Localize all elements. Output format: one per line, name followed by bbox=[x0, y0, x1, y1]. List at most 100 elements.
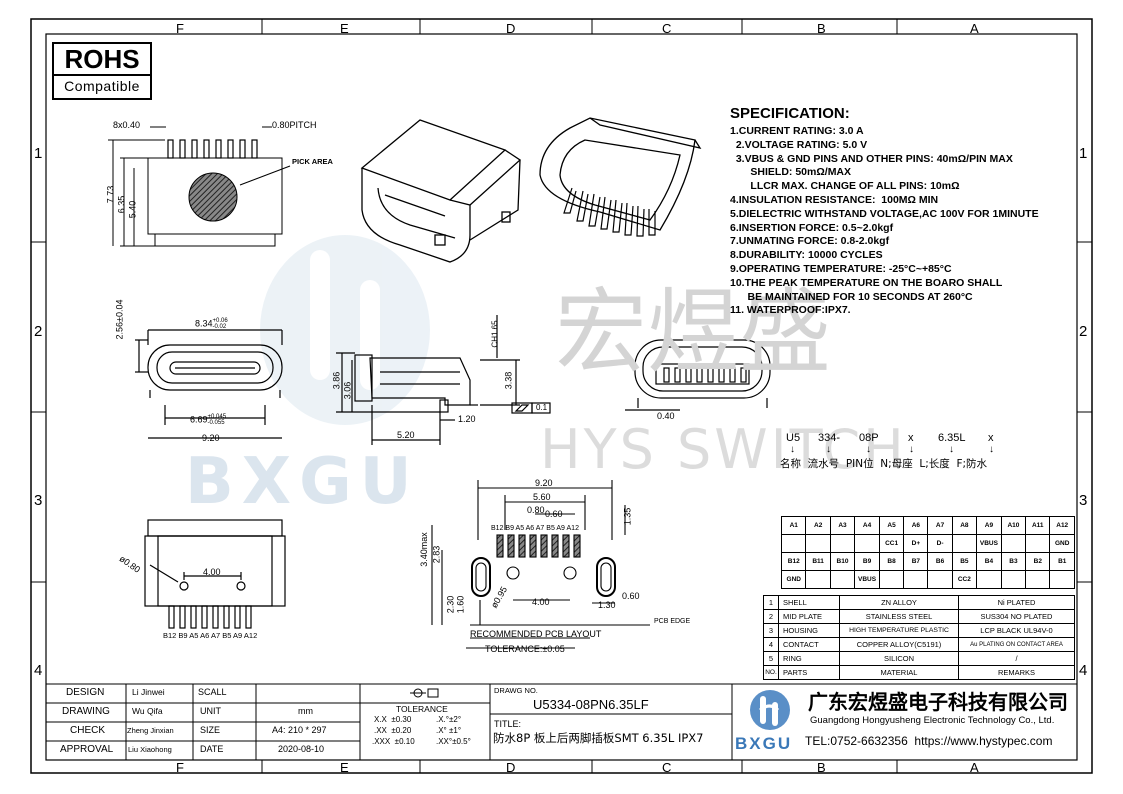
cell: STAINLESS STEEL bbox=[839, 609, 959, 624]
pcb-dim-0-80: 0.80 bbox=[527, 505, 545, 515]
col-label-bot-e: E bbox=[340, 760, 349, 775]
dim-pitch: 0.80PITCH bbox=[272, 120, 317, 130]
dim-9-20-front: 9.20 bbox=[202, 433, 220, 443]
tb-drawing-no-label: DRAWG NO. bbox=[494, 686, 538, 695]
pcb-dim-1-30: 1.30 bbox=[598, 600, 616, 610]
tb-tol-line-3b: .XX°±0.5° bbox=[436, 737, 471, 746]
pin-cell: B3 bbox=[1000, 552, 1027, 571]
col-label-top-d: D bbox=[506, 21, 516, 36]
row-label-left-3: 3 bbox=[34, 492, 43, 509]
pin-cell bbox=[829, 570, 856, 589]
pin-cell: VBUS bbox=[976, 534, 1002, 553]
dim-8-34-value: 8.34 bbox=[195, 318, 213, 329]
spec-line: LLCR MAX. CHANGE OF ALL PINS: 10mΩ bbox=[730, 180, 960, 193]
pin-cell: A9 bbox=[976, 516, 1002, 535]
part-code-meaning: 名称 流水号 PIN位 N;母座 L;长度 F;防水 bbox=[780, 458, 988, 470]
pin-cell: B6 bbox=[927, 552, 953, 571]
pin-cell: GND bbox=[780, 570, 807, 589]
rohs-title: ROHS bbox=[64, 44, 140, 74]
company-contact: TEL:0752-6632356 https://www.hystypec.co… bbox=[805, 734, 1053, 748]
arrow-icon: ↓ bbox=[826, 444, 831, 455]
row-label-right-1: 1 bbox=[1079, 145, 1088, 162]
tb-approval-label: APPROVAL bbox=[60, 744, 114, 755]
pin-cell: VBUS bbox=[854, 570, 880, 589]
company-logo bbox=[742, 688, 802, 732]
pin-cell bbox=[976, 570, 1002, 589]
cell: 1 bbox=[763, 595, 779, 610]
spec-line: 3.VBUS & GND PINS AND OTHER PINS: 40mΩ/P… bbox=[730, 152, 1013, 165]
dim-6-69-value: 6.69 bbox=[190, 414, 208, 425]
spec-line: 1.CURRENT RATING: 3.0 A bbox=[730, 125, 864, 137]
row-label-left-4: 4 bbox=[34, 662, 43, 679]
company-logo-text: BXGU bbox=[735, 734, 793, 753]
tb-tol-line-1b: .X.°±2° bbox=[436, 715, 462, 724]
pin-cell bbox=[951, 534, 978, 553]
company-name-en: Guangdong Hongyusheng Electronic Technol… bbox=[810, 715, 1055, 726]
cell: COPPER ALLOY(C5191) bbox=[839, 637, 959, 652]
company-name-cn: 广东宏煜盛电子科技有限公司 bbox=[808, 690, 1068, 714]
col-label-bot-f: F bbox=[176, 760, 184, 775]
arrow-icon: ↓ bbox=[949, 444, 954, 455]
dim-6-35: 6.35 bbox=[116, 195, 127, 214]
pin-cell bbox=[927, 570, 953, 589]
spec-heading: SPECIFICATION: bbox=[730, 105, 850, 122]
tb-date-value: 2020-08-10 bbox=[278, 744, 325, 754]
tb-drawing-no: U5334-08PN6.35LF bbox=[533, 697, 649, 712]
cell: CONTACT bbox=[778, 637, 840, 652]
pin-cell: B8 bbox=[878, 552, 905, 571]
pin-cell: A3 bbox=[829, 516, 856, 535]
pin-cell bbox=[1000, 534, 1027, 553]
tb-drawing-label: DRAWING bbox=[62, 706, 110, 717]
pin-cell: A10 bbox=[1000, 516, 1027, 535]
pin-cell: A12 bbox=[1049, 516, 1075, 535]
dim-8-34-tol-plus: +0.06 bbox=[212, 318, 228, 324]
col-label-bot-d: D bbox=[506, 760, 516, 775]
row-label-left-1: 1 bbox=[34, 145, 43, 162]
table-row: GND VBUS CC2 bbox=[780, 570, 1075, 589]
spec-line: BE MAINTAINED FOR 10 SECONDS AT 260°C bbox=[730, 290, 973, 303]
part-code-5: x bbox=[988, 432, 994, 444]
tb-size-key: SIZE bbox=[200, 725, 221, 735]
tb-check-name: Zheng Jinxian bbox=[127, 726, 174, 735]
part-code-4: 6.35L bbox=[938, 432, 966, 444]
dim-3-06: 3.06 bbox=[342, 381, 353, 400]
pin-cell: A2 bbox=[805, 516, 831, 535]
cell: REMARKS bbox=[958, 665, 1075, 680]
spec-line: 5.DIELECTRIC WITHSTAND VOLTAGE,AC 100V F… bbox=[730, 207, 1039, 220]
right-front-view-drawing bbox=[625, 339, 771, 411]
col-label-top-f: F bbox=[176, 21, 184, 36]
row-label-left-2: 2 bbox=[34, 323, 43, 340]
pin-cell bbox=[805, 570, 831, 589]
cell: SHELL bbox=[778, 595, 840, 610]
spec-line: SHIELD: 50mΩ/MAX bbox=[730, 166, 852, 179]
dim-4-00-bottom: 4.00 bbox=[203, 567, 221, 577]
dim-0-40: 0.40 bbox=[657, 411, 675, 421]
tb-date-key: DATE bbox=[200, 744, 224, 754]
pin-cell: CC2 bbox=[951, 570, 978, 589]
cell: HIGH TEMPERATURE PLASTIC bbox=[839, 623, 959, 638]
cell: 4 bbox=[763, 637, 779, 652]
tolerance-symbol bbox=[410, 688, 439, 698]
pin-cell: B2 bbox=[1025, 552, 1051, 571]
spec-line: 4.INSULATION RESISTANCE: 100MΩ MIN bbox=[730, 193, 939, 206]
part-code-3: x bbox=[908, 432, 914, 444]
dim-6-69-tol-plus: +0.045 bbox=[207, 414, 227, 420]
pcb-edge-label: PCB EDGE bbox=[654, 618, 691, 625]
pin-cell: A1 bbox=[780, 516, 807, 535]
tb-approval-name: Liu Xiaohong bbox=[128, 745, 172, 754]
dim-6-69: 6.69+0.045-0.055 bbox=[190, 414, 226, 426]
dim-5-40: 5.40 bbox=[127, 200, 138, 219]
part-code-2: 08P bbox=[859, 432, 879, 444]
pin-cell: B12 bbox=[780, 552, 807, 571]
front-view-drawing bbox=[135, 329, 283, 439]
iso-view-right bbox=[539, 117, 702, 237]
cell: NO. bbox=[763, 665, 779, 680]
cell: 3 bbox=[763, 623, 779, 638]
tb-tol-line-2a: .XX ±0.20 bbox=[374, 726, 412, 735]
